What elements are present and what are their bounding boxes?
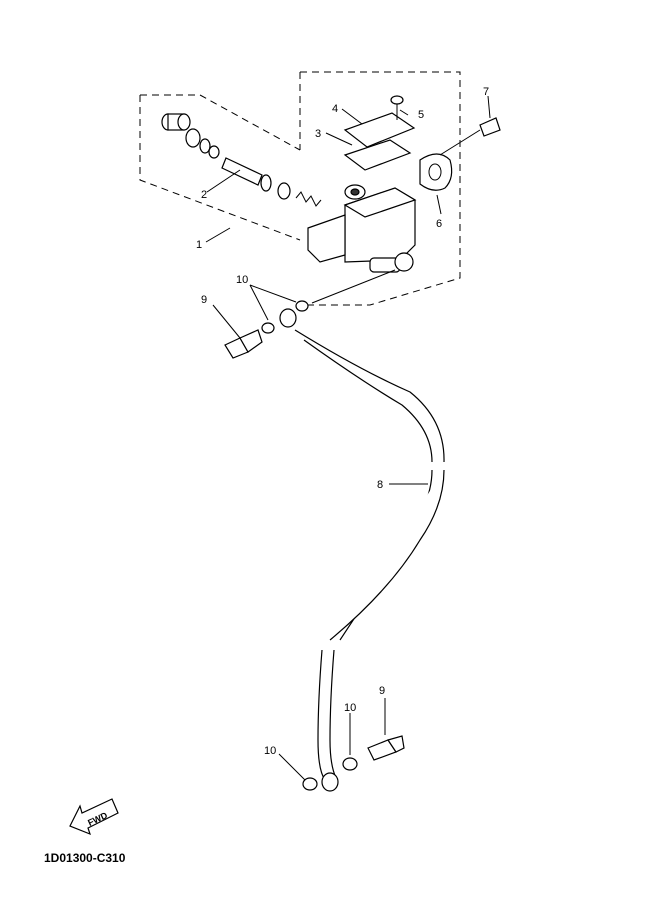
callout-5: 5 xyxy=(418,109,424,121)
reservoir-cap xyxy=(343,112,416,148)
callout-10-bottom-left: 10 xyxy=(264,745,276,757)
callout-10-bottom-right: 10 xyxy=(344,702,356,714)
callout-9-bottom: 9 xyxy=(379,685,385,697)
callout-1: 1 xyxy=(196,239,202,251)
washer-bottom-left xyxy=(302,777,318,791)
callout-4: 4 xyxy=(332,103,338,115)
callout-10-top: 10 xyxy=(236,274,248,286)
callout-8: 8 xyxy=(377,479,383,491)
brake-hose xyxy=(279,308,445,792)
dashed-group-boundary xyxy=(139,71,461,306)
piston-assembly xyxy=(161,113,322,207)
master-cylinder-body xyxy=(307,184,417,273)
callout-6: 6 xyxy=(436,218,442,230)
leader-lines xyxy=(205,95,491,781)
handlebar-holder xyxy=(419,153,453,191)
fwd-arrow-icon: FWD xyxy=(69,798,119,836)
callout-3: 3 xyxy=(315,128,321,140)
washer-top-1 xyxy=(261,322,275,334)
washer-bottom-right xyxy=(342,757,358,771)
union-bolt-bottom xyxy=(367,735,405,761)
callout-9-top: 9 xyxy=(201,294,207,306)
cap-screw xyxy=(390,95,404,120)
diaphragm xyxy=(343,139,412,171)
callout-7: 7 xyxy=(483,86,489,98)
diagram-code: 1D01300-C310 xyxy=(44,851,126,865)
union-bolt-top xyxy=(224,329,263,359)
callout-2: 2 xyxy=(201,189,207,201)
washer-top-2 xyxy=(295,300,309,312)
holder-bolt xyxy=(439,117,501,156)
